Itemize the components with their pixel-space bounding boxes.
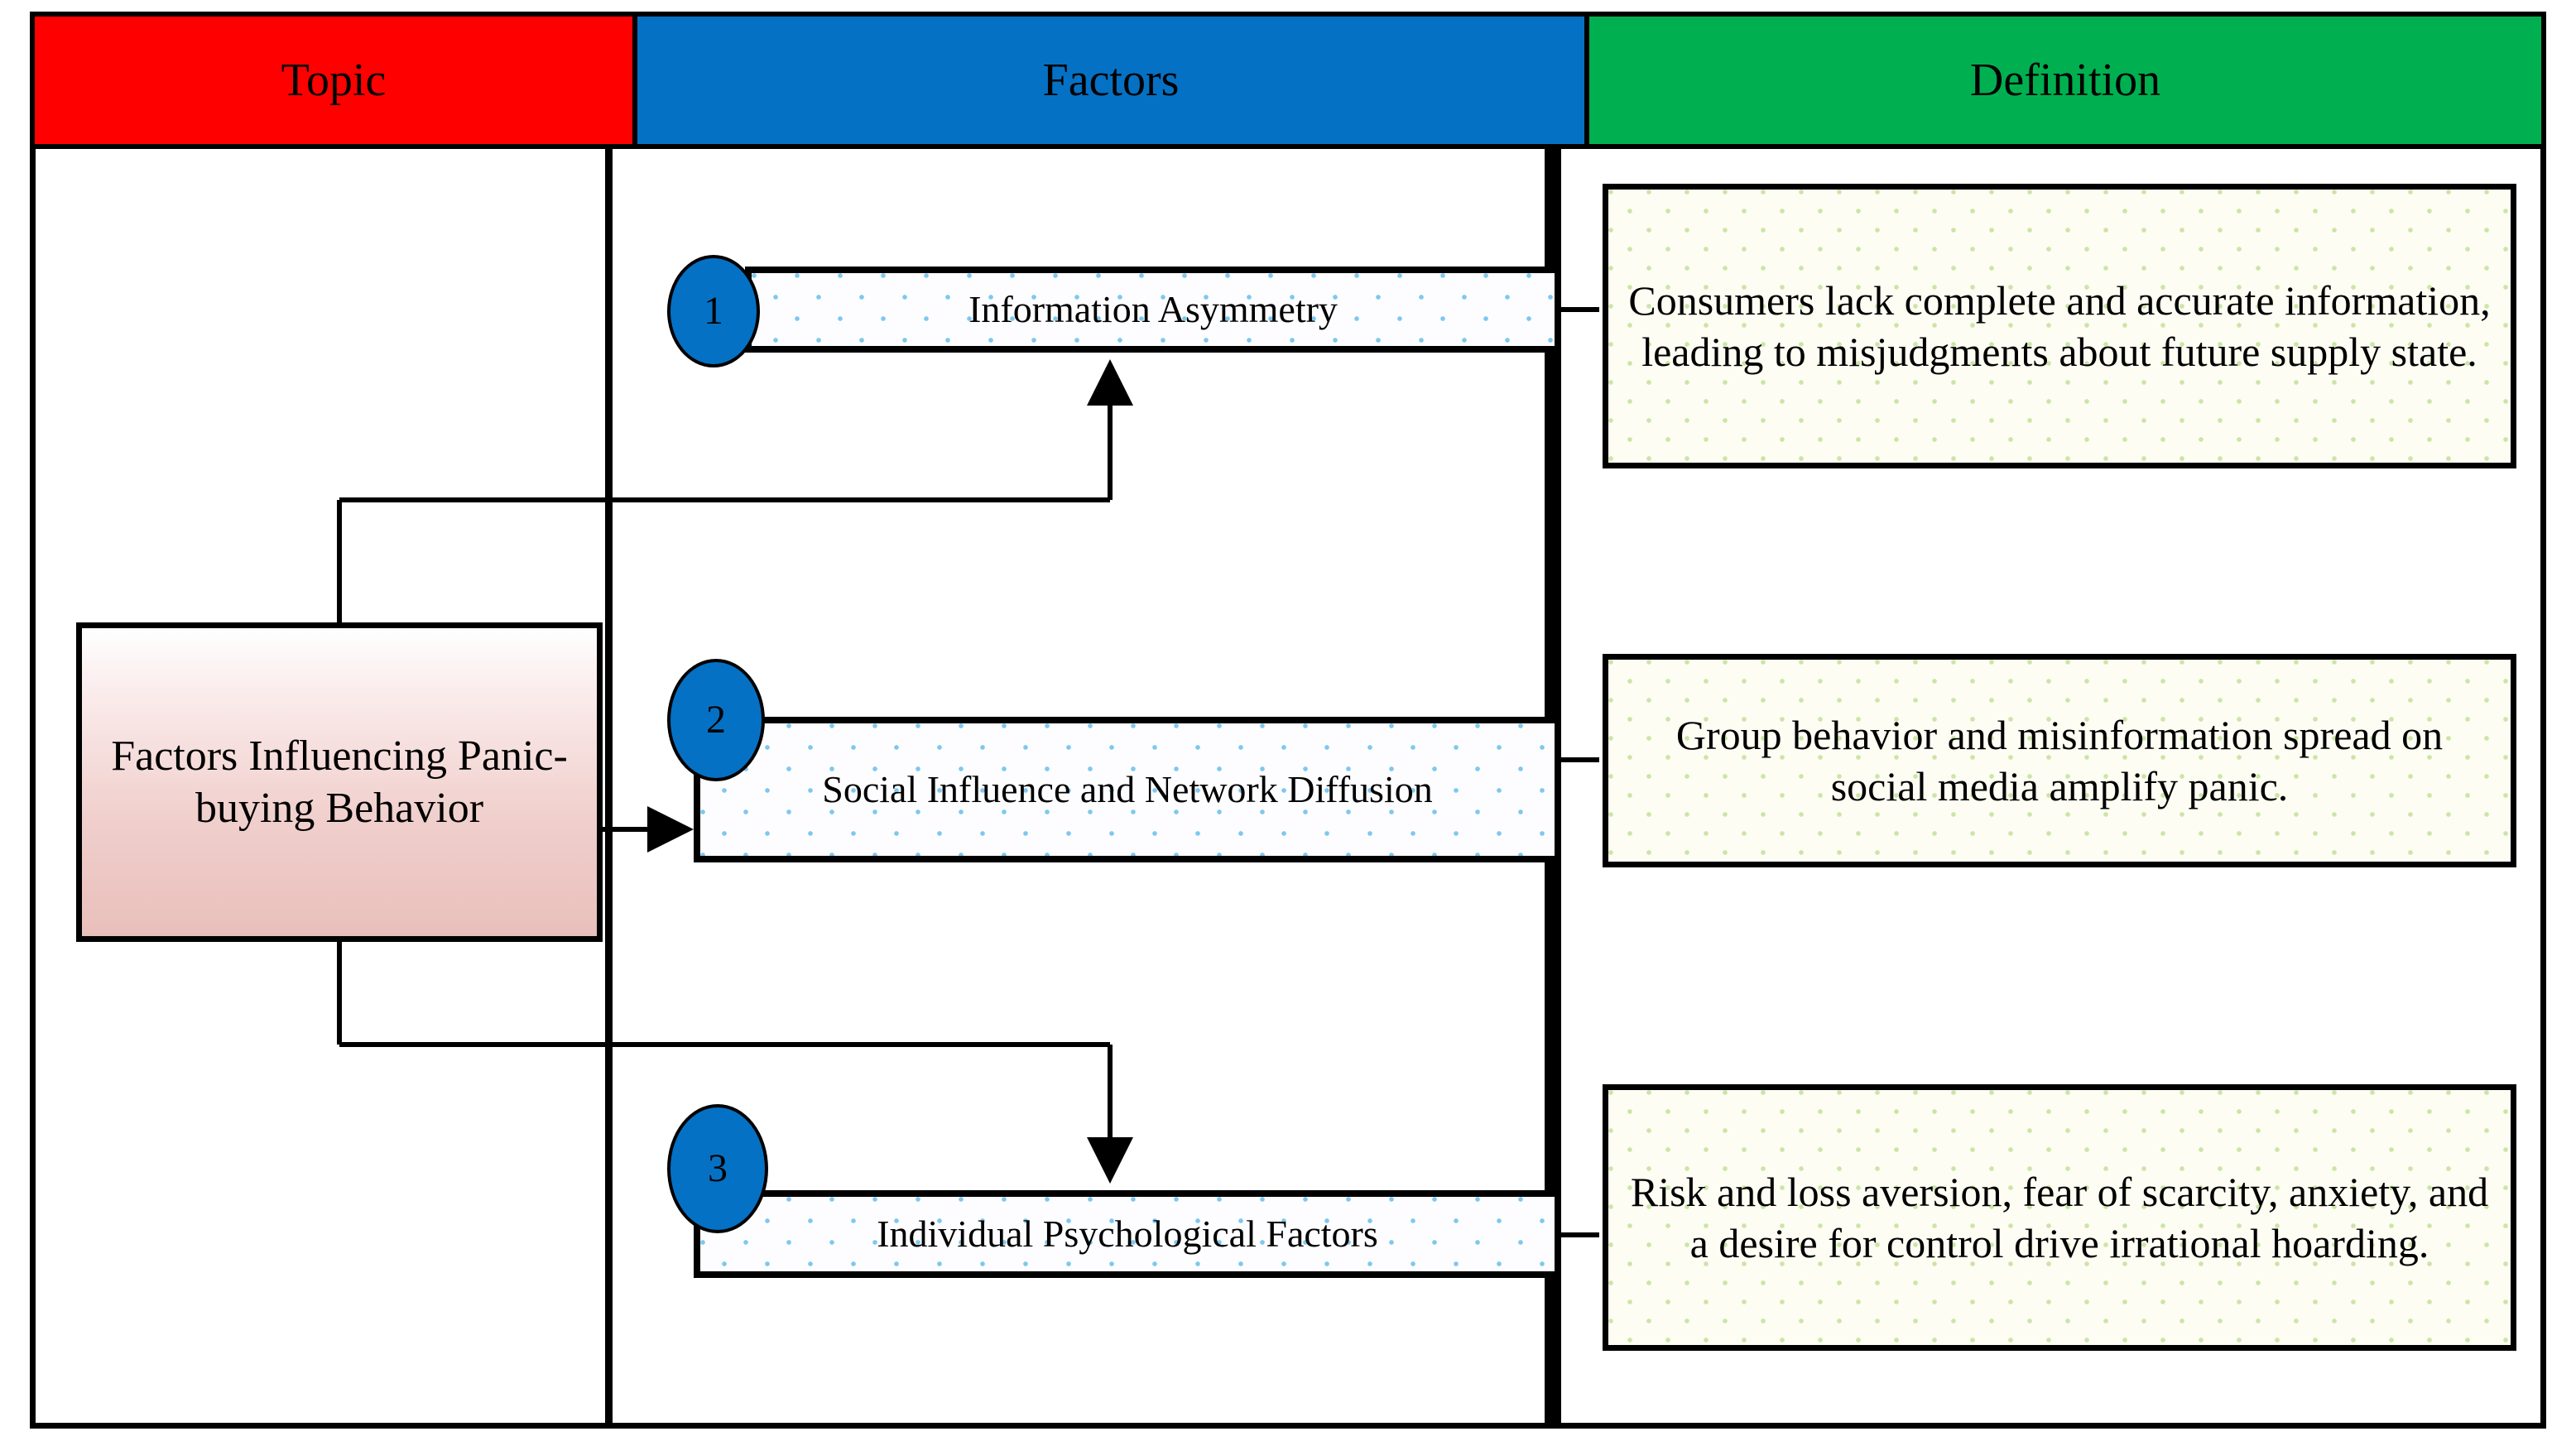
header-label-factors: Factors [1042,55,1180,106]
definition-box-2[interactable]: Group behavior and misinformation spread… [1603,654,2516,867]
definition-box-1[interactable]: Consumers lack complete and accurate inf… [1603,184,2516,468]
factor-label-3: Individual Psychological Factors [877,1213,1378,1256]
header-cell-factors: Factors [632,12,1589,149]
factor-box-3[interactable]: Individual Psychological Factors [694,1190,1561,1278]
factor-box-2[interactable]: Social Influence and Network Diffusion [694,717,1561,862]
definition-text-2: Group behavior and misinformation spread… [1675,712,2444,809]
factor-number-badge-1: 1 [667,255,760,367]
topic-box[interactable]: Factors Influencing Panic-buying Behavio… [76,622,603,942]
factor-label-1: Information Asymmetry [968,288,1338,331]
header-cell-definition: Definition [1584,12,2546,149]
factor-number-2: 2 [706,698,726,742]
factor-number-badge-3: 3 [667,1104,768,1233]
definition-text-1: Consumers lack complete and accurate inf… [1628,277,2491,375]
factor-number-3: 3 [708,1146,728,1190]
table-header-row: Topic Factors Definition [30,12,2546,149]
topic-label: Factors Influencing Panic-buying Behavio… [111,732,568,832]
definition-text-3: Risk and loss aversion, fear of scarcity… [1630,1169,2489,1266]
factor-number-1: 1 [704,289,723,333]
definition-box-3[interactable]: Risk and loss aversion, fear of scarcity… [1603,1084,2516,1351]
factor-box-1[interactable]: Information Asymmetry [745,267,1561,353]
factor-number-badge-2: 2 [667,659,765,781]
column-divider-topic-factors [605,146,613,1426]
header-label-topic: Topic [281,55,387,106]
header-cell-topic: Topic [30,12,637,149]
factor-label-2: Social Influence and Network Diffusion [822,768,1433,811]
header-label-definition: Definition [1969,55,2161,106]
